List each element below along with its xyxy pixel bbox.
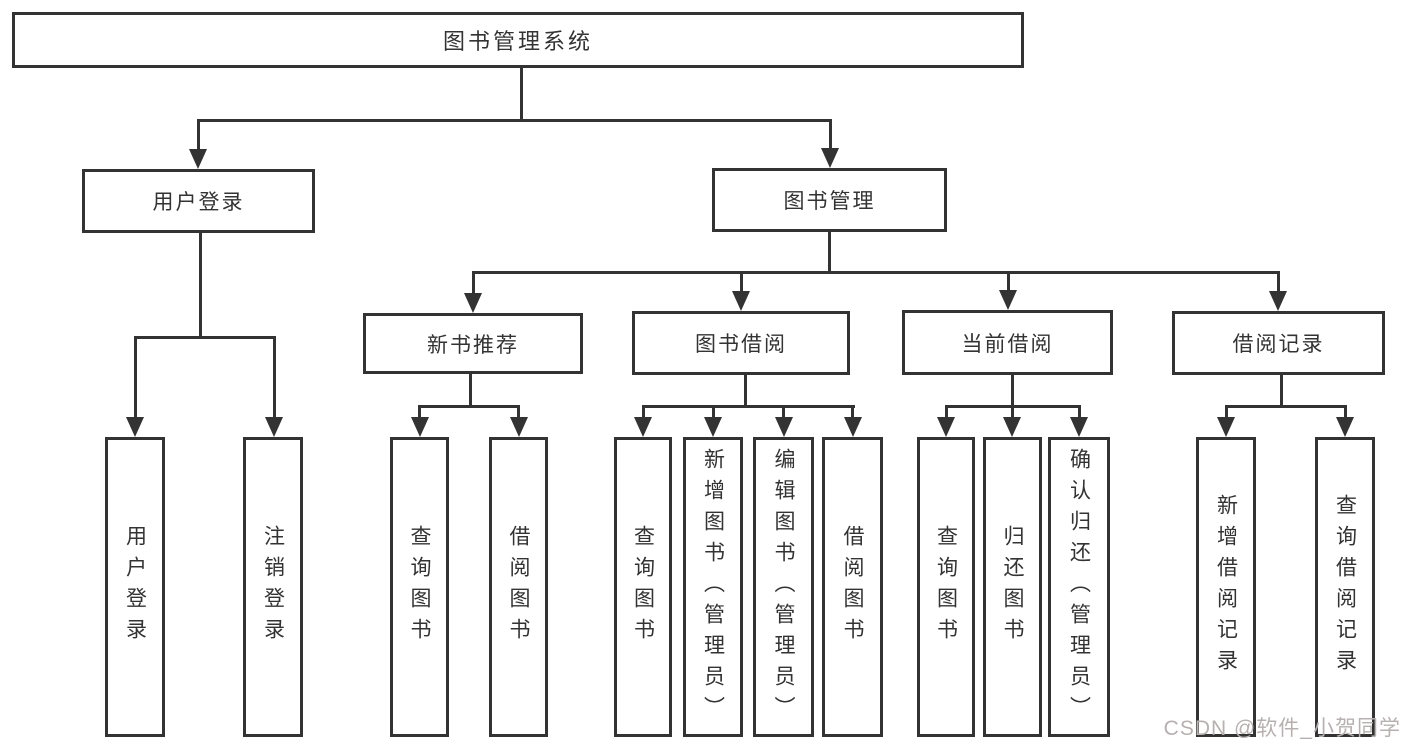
connector-arrow-shaft [196, 120, 200, 151]
node-book-borrow: 图书借阅 [632, 311, 850, 375]
connector-arrowhead [1336, 417, 1354, 437]
connector-arrow-shaft [711, 406, 715, 419]
leaf-bb-edit-books-admin: 编辑图书（管理员） [753, 437, 814, 737]
connector-line [519, 68, 523, 121]
connector-line [471, 270, 1280, 274]
leaf-cb-query-books: 查询图书 [917, 437, 975, 737]
connector-arrowhead [634, 417, 652, 437]
connector-arrow-shaft [641, 406, 645, 419]
connector-arrowhead [843, 417, 862, 437]
connector-arrowhead [189, 149, 207, 169]
csdn-watermark: CSDN @软件_小贺同学 [1163, 717, 1401, 740]
connector-arrow-shaft [1224, 406, 1228, 419]
connector-arrow-shaft [418, 406, 421, 419]
connector-arrowhead [732, 291, 750, 311]
leaf-bb-edit-books-admin-label: 编辑图书（管理员） [772, 447, 795, 727]
node-user-login: 用户登录 [82, 169, 315, 233]
connector-arrow-shaft [1006, 272, 1010, 292]
node-book-management-label: 图书管理 [783, 190, 876, 213]
leaf-bb-add-books-admin-label: 新增图书（管理员） [701, 447, 725, 727]
connector-arrow-shaft [944, 406, 948, 419]
leaf-bb-query-books-label: 查询图书 [631, 525, 655, 649]
leaf-cb-query-books-label: 查询图书 [934, 525, 958, 649]
leaf-bb-borrow-books-label: 借阅图书 [841, 525, 864, 649]
leaf-cb-return-books-label: 归还图书 [1001, 525, 1024, 649]
connector-arrow-shaft [739, 272, 743, 293]
connector-arrow-shaft [1077, 406, 1081, 419]
node-borrow-records: 借阅记录 [1172, 311, 1385, 375]
connector-line [743, 374, 747, 407]
connector-line [468, 374, 472, 407]
leaf-br-add-record: 新增借阅记录 [1196, 437, 1256, 737]
connector-arrowhead [1003, 417, 1021, 437]
node-book-management: 图书管理 [712, 168, 947, 232]
connector-arrow-shaft [782, 406, 785, 419]
leaf-br-query-record-label: 查询借阅记录 [1333, 494, 1357, 680]
node-new-book-recommend: 新书推荐 [363, 313, 583, 374]
connector-arrow-shaft [1276, 272, 1280, 293]
leaf-bb-add-books-admin: 新增图书（管理员） [683, 437, 743, 737]
connector-arrowhead [937, 417, 955, 437]
node-borrow-records-label: 借阅记录 [1232, 333, 1325, 356]
leaf-bb-borrow-books: 借阅图书 [822, 437, 883, 737]
leaf-user-login-label: 用户登录 [123, 525, 147, 649]
connector-arrowhead [464, 293, 482, 313]
leaf-bb-query-books: 查询图书 [614, 437, 672, 737]
connector-arrowhead [265, 417, 283, 437]
leaf-user-login: 用户登录 [105, 437, 165, 737]
connector-line [1010, 374, 1014, 407]
node-book-borrow-label: 图书借阅 [695, 333, 787, 356]
connector-arrowhead [509, 417, 528, 437]
leaf-br-query-record: 查询借阅记录 [1315, 437, 1375, 737]
connector-arrowhead [126, 417, 144, 437]
leaf-nbr-borrow-books-label: 借阅图书 [507, 525, 530, 649]
connector-arrow-shaft [272, 337, 276, 419]
node-root: 图书管理系统 [12, 12, 1024, 68]
connector-arrowhead [774, 417, 793, 437]
leaf-nbr-borrow-books: 借阅图书 [489, 437, 548, 737]
leaf-cb-confirm-return-admin: 确认归还（管理员） [1048, 437, 1110, 737]
connector-arrow-shaft [851, 406, 854, 419]
connector-line [198, 233, 202, 338]
connector-arrow-shaft [471, 272, 475, 295]
connector-arrowhead [410, 417, 429, 437]
connector-arrowhead [821, 148, 839, 168]
node-current-borrow-label: 当前借阅 [961, 332, 1054, 356]
connector-arrowhead [1070, 417, 1088, 437]
connector-line [418, 404, 520, 408]
node-user-login-label: 用户登录 [152, 191, 245, 214]
connector-arrow-shaft [517, 406, 520, 419]
leaf-logout-label: 注销登录 [261, 525, 285, 649]
connector-line [1279, 374, 1283, 407]
leaf-nbr-query-books-label: 查询图书 [408, 525, 431, 649]
leaf-br-add-record-label: 新增借阅记录 [1214, 494, 1238, 680]
connector-arrow-shaft [133, 337, 137, 419]
connector-line [133, 335, 276, 339]
connector-line [827, 232, 831, 273]
connector-arrowhead [999, 290, 1017, 310]
connector-arrow-shaft [1010, 406, 1014, 419]
connector-arrow-shaft [828, 120, 832, 150]
node-root-label: 图书管理系统 [442, 29, 593, 54]
node-new-book-recommend-label: 新书推荐 [427, 333, 519, 357]
connector-line [1224, 404, 1347, 408]
leaf-logout: 注销登录 [243, 437, 303, 737]
node-current-borrow: 当前借阅 [902, 310, 1113, 375]
connector-arrow-shaft [1343, 406, 1347, 419]
leaf-cb-return-books: 归还图书 [983, 437, 1042, 737]
connector-line [196, 118, 832, 122]
leaf-nbr-query-books: 查询图书 [390, 437, 449, 737]
connector-arrowhead [1269, 291, 1287, 311]
connector-arrowhead [704, 417, 722, 437]
leaf-cb-confirm-return-admin-label: 确认归还（管理员） [1067, 447, 1091, 727]
connector-arrowhead [1217, 417, 1235, 437]
connector-line [641, 404, 855, 408]
